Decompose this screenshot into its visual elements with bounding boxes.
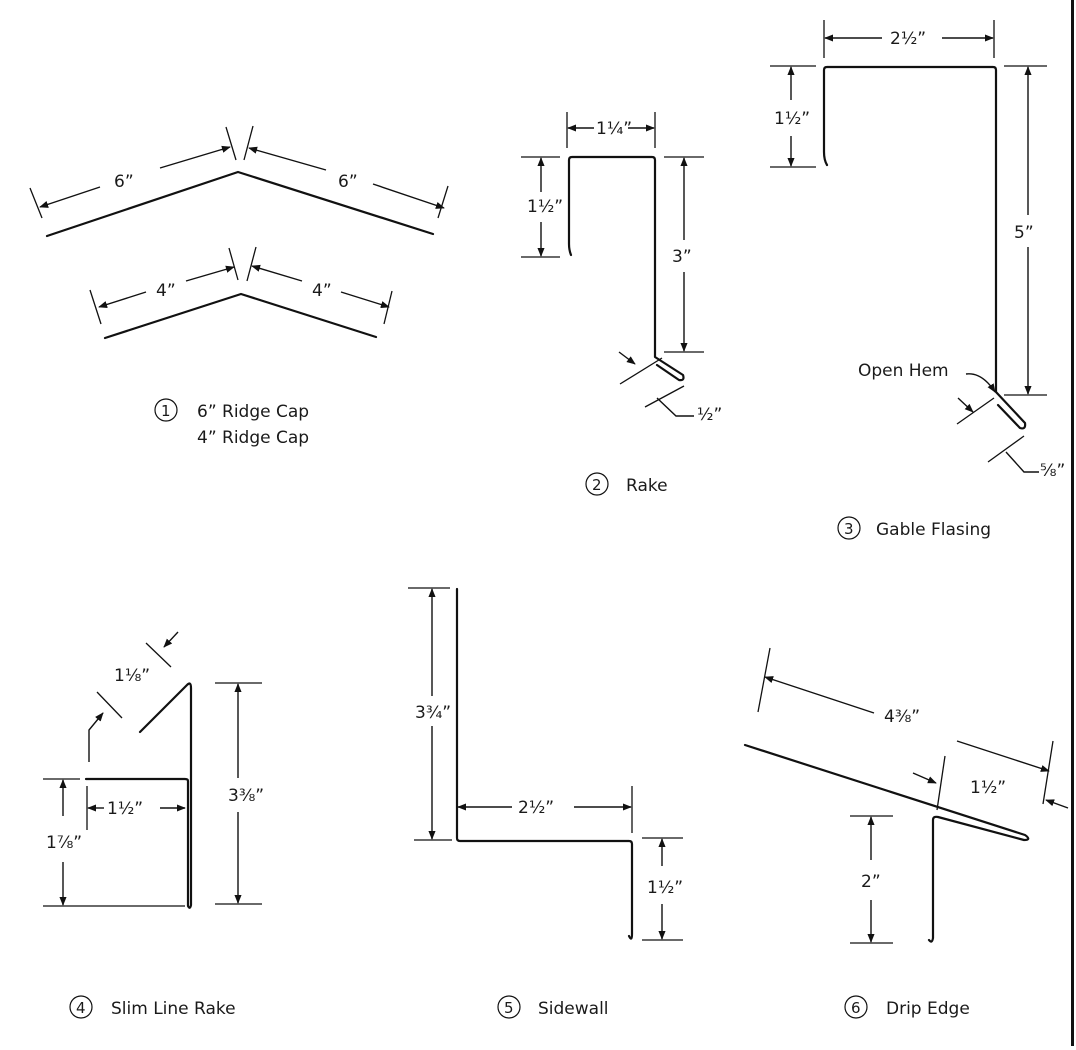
ridge-cap-6-profile [45, 170, 435, 238]
ridge-cap-figure: 6” 6” 4” 4” 1 6” Ridge Cap 4” Ridge Cap [29, 125, 449, 448]
drip-dim-top: 4⅜” [884, 707, 920, 727]
rake-dim-left: 1½” [527, 197, 563, 217]
slim-dim-right: 3⅜” [228, 786, 264, 806]
drip-edge-profile [743, 743, 1030, 943]
gable-dim-left: 1½” [774, 109, 810, 129]
rake-dim-drop: 3” [672, 247, 692, 267]
ridge-cap-4-dim-left: 4” [156, 281, 176, 301]
slim-line-rake-caption: Slim Line Rake [111, 999, 236, 1019]
gable-flashing-figure: 2½” 1½” 5” Open Hem ⅝” 3 Gable Flasing [770, 20, 1065, 540]
item-number-circle-5 [497, 995, 521, 1019]
item-number-3: 3 [844, 520, 854, 538]
drip-dim-inner: 1½” [970, 778, 1006, 798]
drip-edge-caption: Drip Edge [886, 999, 970, 1019]
gable-open-hem-label: Open Hem [858, 361, 949, 381]
rake-profile [567, 155, 685, 382]
gable-dim-width: 2½” [890, 29, 926, 49]
ridge-cap-4-dim-right: 4” [312, 281, 332, 301]
item-number-5: 5 [504, 999, 514, 1017]
sidewall-dim-height: 3¾” [415, 703, 451, 723]
rake-figure: 1¼” 1½” 3” ½” 2 Rake [521, 112, 722, 496]
slim-dim-left: 1⅞” [46, 833, 82, 853]
drip-edge-figure: 4⅜” 1½” 2” 6 Drip Edge [743, 647, 1069, 1019]
gable-dim-drop: 5” [1014, 223, 1034, 243]
sidewall-figure: 3¾” 2½” 1½” 5 Sidewall [408, 587, 683, 1019]
slim-dim-inner: 1½” [107, 799, 143, 819]
ridge-cap-6-dim-left: 6” [114, 172, 134, 192]
rake-dim-hem: ½” [697, 405, 722, 425]
ridge-cap-6-dim-right: 6” [338, 172, 358, 192]
sidewall-dim-drop: 1½” [647, 878, 683, 898]
item-number-circle-6 [844, 995, 868, 1019]
sidewall-caption: Sidewall [538, 999, 609, 1019]
page-right-border [1071, 0, 1074, 1046]
ridge-cap-4-profile [103, 292, 378, 340]
slim-line-rake-profile [84, 682, 193, 909]
rake-caption: Rake [626, 476, 668, 496]
rake-dim-width: 1¼” [596, 119, 632, 139]
item-number-circle-3 [837, 516, 861, 540]
item-number-circle-4 [69, 995, 93, 1019]
item-number-1: 1 [161, 402, 171, 420]
slim-dim-kick: 1⅛” [114, 666, 150, 686]
item-number-circle-1 [154, 398, 178, 422]
item-number-6: 6 [851, 999, 861, 1017]
slim-line-rake-figure: 1⅛” 1½” 1⅞” 3⅜” 4 Slim Line Rake [43, 631, 264, 1019]
item-number-circle-2 [585, 472, 609, 496]
drip-dim-drop: 2” [861, 872, 881, 892]
ridge-cap-6-caption: 6” Ridge Cap [197, 402, 309, 422]
gable-flashing-profile [822, 65, 1027, 430]
sidewall-profile [455, 587, 634, 940]
item-number-4: 4 [76, 999, 86, 1017]
gable-dim-hem: ⅝” [1040, 461, 1065, 481]
sidewall-dim-width: 2½” [518, 798, 554, 818]
item-number-2: 2 [592, 476, 602, 494]
ridge-cap-4-caption: 4” Ridge Cap [197, 428, 309, 448]
gable-flashing-caption: Gable Flasing [876, 520, 991, 540]
